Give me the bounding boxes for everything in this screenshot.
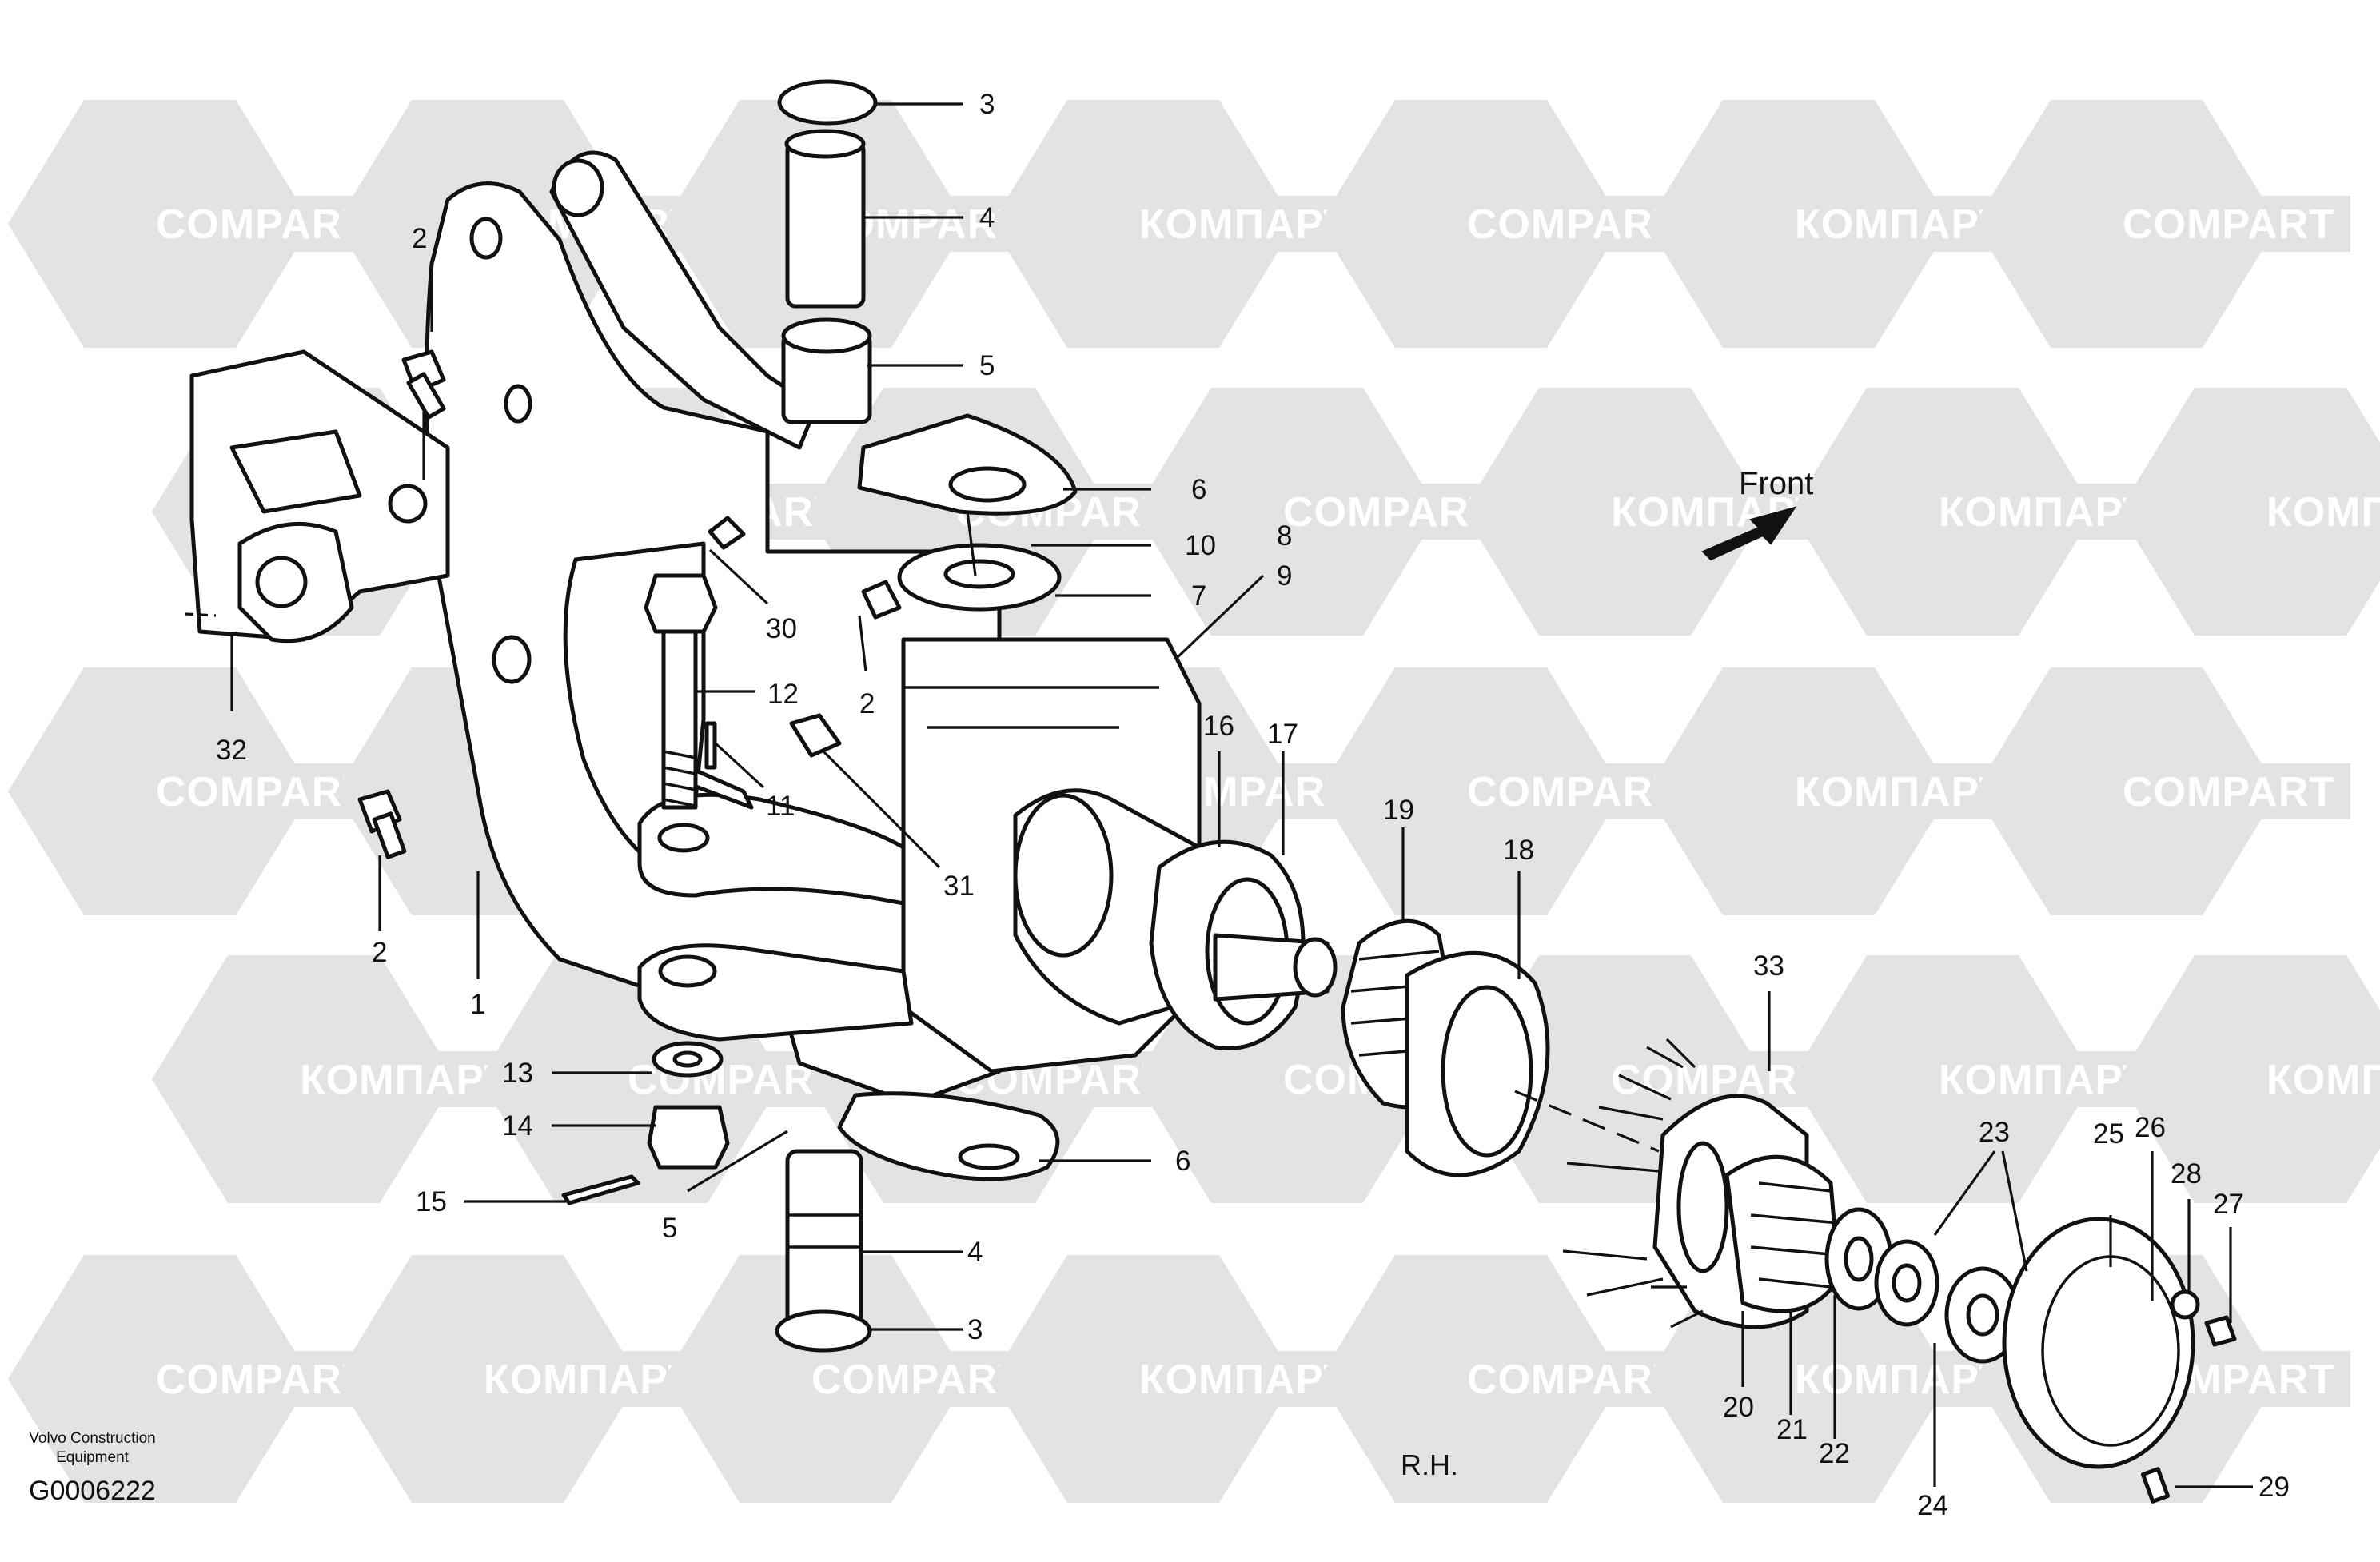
watermark-text: КОМПАРТ <box>1139 201 1349 248</box>
side-label: R.H. <box>1401 1448 1458 1481</box>
watermark-hexagon <box>2119 388 2380 636</box>
label-17: 17 <box>1267 719 1298 750</box>
label-2-middle: 2 <box>859 688 875 719</box>
label-6-top: 6 <box>1191 474 1206 505</box>
label-8: 8 <box>1277 520 1292 552</box>
label-29: 29 <box>2258 1472 2290 1503</box>
watermark-text: COMPART <box>1467 769 1680 815</box>
label-22: 22 <box>1819 1438 1850 1469</box>
lower-kingpin-assembly <box>561 1041 872 1353</box>
label-24: 24 <box>1917 1490 1948 1521</box>
leader-lines <box>185 102 2253 1488</box>
watermark-text: COMPART <box>156 769 369 815</box>
watermark-text: КОМПАРТ <box>2266 1057 2380 1103</box>
watermark-text: КОМПАРТ <box>300 1057 510 1103</box>
watermark-hexagon <box>2119 955 2380 1203</box>
label-1: 1 <box>470 989 485 1020</box>
fasteners <box>357 349 902 859</box>
watermark-band <box>2254 1051 2380 1107</box>
watermark-text: COMPART <box>156 1357 369 1403</box>
axle-frame <box>189 349 450 644</box>
watermark-text: КОМПАРТ <box>2266 489 2380 536</box>
label-4-top: 4 <box>979 202 995 233</box>
watermark-text: КОМПАРТ <box>1795 769 2005 815</box>
publisher-credit: Volvo Construction Equipment <box>6 1429 178 1468</box>
watermark-band <box>2254 484 2380 540</box>
label-2-lower: 2 <box>372 937 387 968</box>
label-7: 7 <box>1191 580 1206 612</box>
label-13: 13 <box>502 1058 533 1089</box>
watermark-text: COMPART <box>156 201 369 248</box>
watermark-text: КОМПАРТ <box>1139 1357 1349 1403</box>
label-19: 19 <box>1383 795 1414 826</box>
watermark-text: COMPART <box>1467 1357 1680 1403</box>
label-15: 15 <box>416 1186 447 1217</box>
front-direction-arrow <box>1701 506 1797 561</box>
label-26: 26 <box>2135 1112 2166 1143</box>
watermark-text: COMPART <box>1611 1057 1824 1103</box>
watermark-band <box>2111 196 2350 252</box>
label-4-bottom: 4 <box>967 1237 983 1268</box>
label-3-top: 3 <box>979 89 995 120</box>
label-20: 20 <box>1723 1392 1754 1423</box>
label-23: 23 <box>1979 1117 2010 1148</box>
drawing-code: G0006222 <box>29 1476 156 1506</box>
label-18: 18 <box>1503 835 1534 866</box>
watermark-text: COMPART <box>1467 201 1680 248</box>
label-28: 28 <box>2171 1158 2202 1189</box>
label-3-bottom: 3 <box>967 1314 983 1345</box>
label-31: 31 <box>943 871 975 902</box>
label-27: 27 <box>2213 1189 2244 1220</box>
hub-assembly <box>1652 1094 2237 1504</box>
label-25: 25 <box>2093 1118 2124 1150</box>
publisher-credit-line1: Volvo Construction <box>29 1430 156 1447</box>
upper-kingpin-assembly <box>677 79 1078 810</box>
label-6-bottom: 6 <box>1175 1146 1190 1177</box>
watermark-text: COMPART <box>1283 489 1496 536</box>
spindle-and-bearings <box>1013 788 1550 1177</box>
label-10: 10 <box>1185 530 1216 561</box>
label-9: 9 <box>1277 560 1292 592</box>
part-labels: 3 4 5 6 10 7 8 9 2 2 2 30 12 11 31 32 1 … <box>216 89 2290 1521</box>
label-12: 12 <box>767 679 799 710</box>
watermark-text: КОМПАРТ <box>1795 201 2005 248</box>
label-11: 11 <box>766 791 795 822</box>
label-14: 14 <box>502 1110 533 1142</box>
label-5-bottom: 5 <box>662 1213 677 1244</box>
label-33: 33 <box>1753 950 1784 982</box>
watermark-text: КОМПАРТ <box>484 1357 694 1403</box>
watermark-band <box>2111 763 2350 819</box>
label-16: 16 <box>1203 711 1234 742</box>
label-30: 30 <box>766 613 797 644</box>
label-5-top: 5 <box>979 350 995 381</box>
label-32: 32 <box>216 735 247 766</box>
watermark-text: COMPART <box>2123 769 2335 815</box>
watermark-text: КОМПАРТ <box>1939 1057 2149 1103</box>
front-label: Front <box>1739 466 1813 501</box>
label-21: 21 <box>1776 1414 1808 1445</box>
watermark-text: КОМПАРТ <box>1795 1357 2005 1403</box>
watermark-text: COMPART <box>2123 201 2335 248</box>
publisher-credit-line2: Equipment <box>56 1449 129 1466</box>
watermark-text: КОМПАРТ <box>1939 489 2149 536</box>
label-2-upper: 2 <box>412 223 427 254</box>
watermark-text: COMPART <box>811 1357 1024 1403</box>
